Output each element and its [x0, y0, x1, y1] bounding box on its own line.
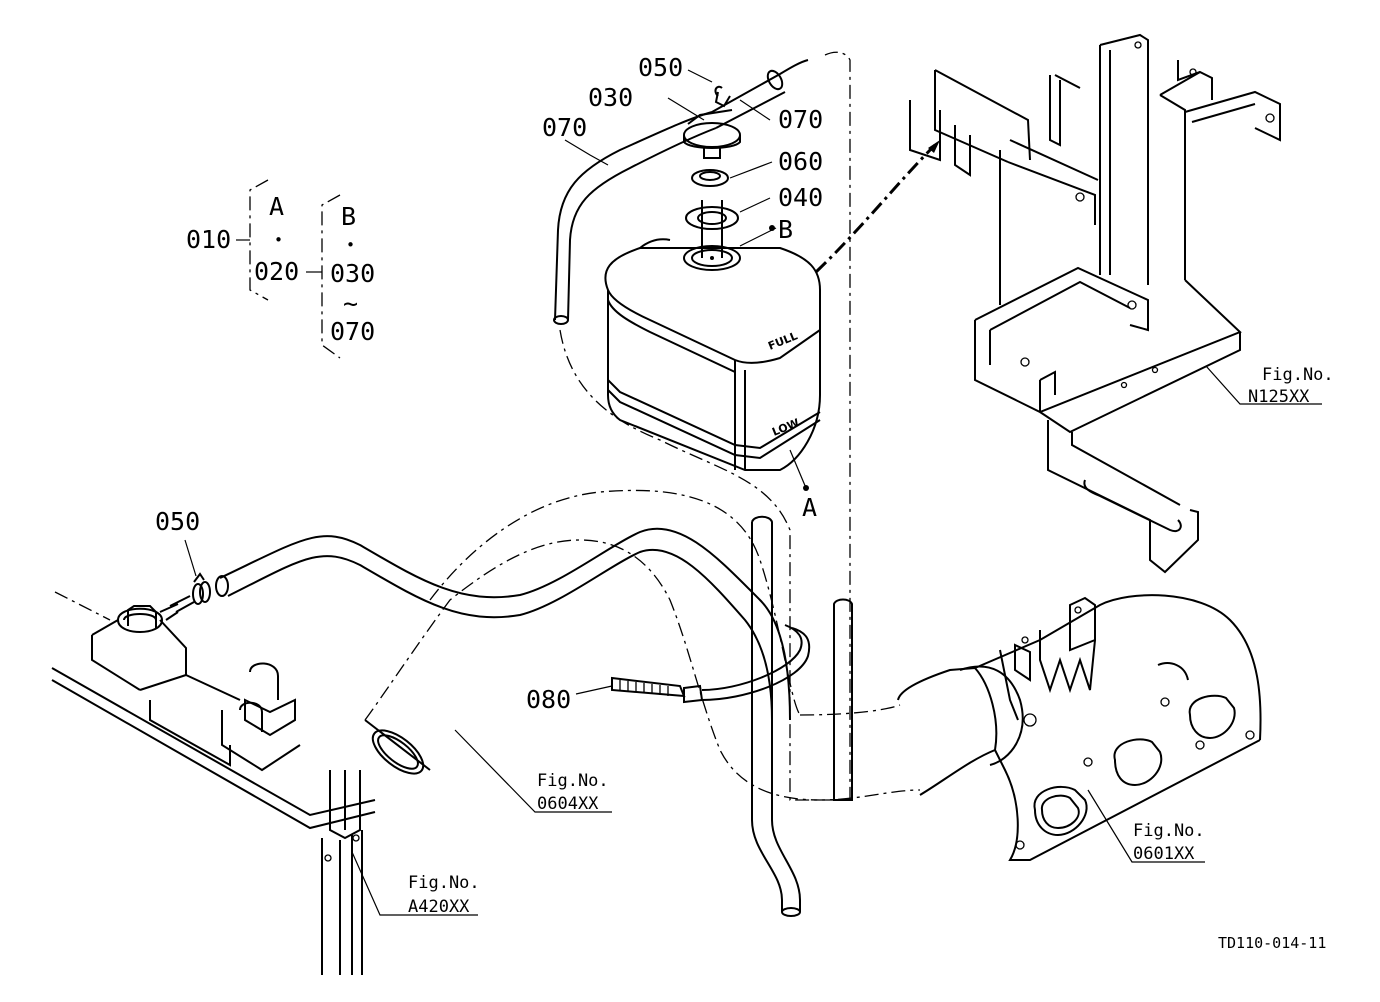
radiator: [51, 591, 376, 975]
fig-ref-0601-label: Fig.No.: [1133, 821, 1205, 841]
group-marker-b: B: [341, 202, 356, 231]
fig-ref-0604-code: 0604XX: [537, 794, 599, 814]
overflow-hose-radiator: [169, 527, 791, 721]
hose-clamp-050-top-icon: [714, 85, 731, 108]
fig-ref-0604-label: Fig.No.: [537, 771, 609, 791]
bracket-n125: [814, 33, 1322, 574]
callout-070-group: 070: [330, 317, 375, 346]
callout-030: 030: [588, 83, 633, 112]
fig-ref-a420-code: A420XX: [408, 897, 470, 917]
callout-040: 040: [778, 183, 823, 212]
drain-hose: [751, 515, 853, 917]
cable-tie-080: [611, 624, 811, 704]
callout-leaders: [184, 69, 809, 695]
fig-ref-a420-label: Fig.No.: [408, 873, 480, 893]
callout-010: 010: [186, 225, 231, 254]
assembly-legend: [236, 179, 341, 359]
drawing-id: TD110-014-11: [1218, 934, 1326, 952]
manifold-0601: [799, 594, 1262, 863]
outlet-pipe-0604: [364, 489, 921, 813]
cap-030-icon: [683, 109, 741, 159]
callout-050-left: 050: [155, 507, 200, 536]
marker-a: A: [802, 493, 817, 522]
hose-070-top: [553, 59, 809, 325]
group-dot-a: •: [274, 231, 283, 249]
reserve-tank: FULL LOW: [604, 238, 821, 471]
washer-040-icon: [685, 200, 739, 258]
fig-ref-n125-code: N125XX: [1248, 387, 1310, 407]
group-tilde: ~: [343, 289, 358, 318]
group-dot-b: •: [346, 236, 355, 254]
tank-cap-assembly: [683, 109, 741, 258]
radiator-cap-icon: [116, 603, 179, 633]
callout-030-group: 030: [330, 259, 375, 288]
marker-b: B: [778, 215, 793, 244]
seal-060-icon: [691, 169, 729, 187]
leader-a420: [351, 851, 478, 916]
hose-clamp-050-left-icon: [192, 572, 211, 605]
callout-070-left: 070: [542, 113, 587, 142]
callout-050-top: 050: [638, 53, 683, 82]
fig-ref-n125-label: Fig.No.: [1262, 365, 1334, 385]
group-marker-a: A: [269, 192, 284, 221]
callout-080: 080: [526, 685, 571, 714]
callout-060: 060: [778, 147, 823, 176]
callout-070-right: 070: [778, 105, 823, 134]
callout-020: 020: [254, 257, 299, 286]
fig-ref-0601-code: 0601XX: [1133, 844, 1195, 864]
